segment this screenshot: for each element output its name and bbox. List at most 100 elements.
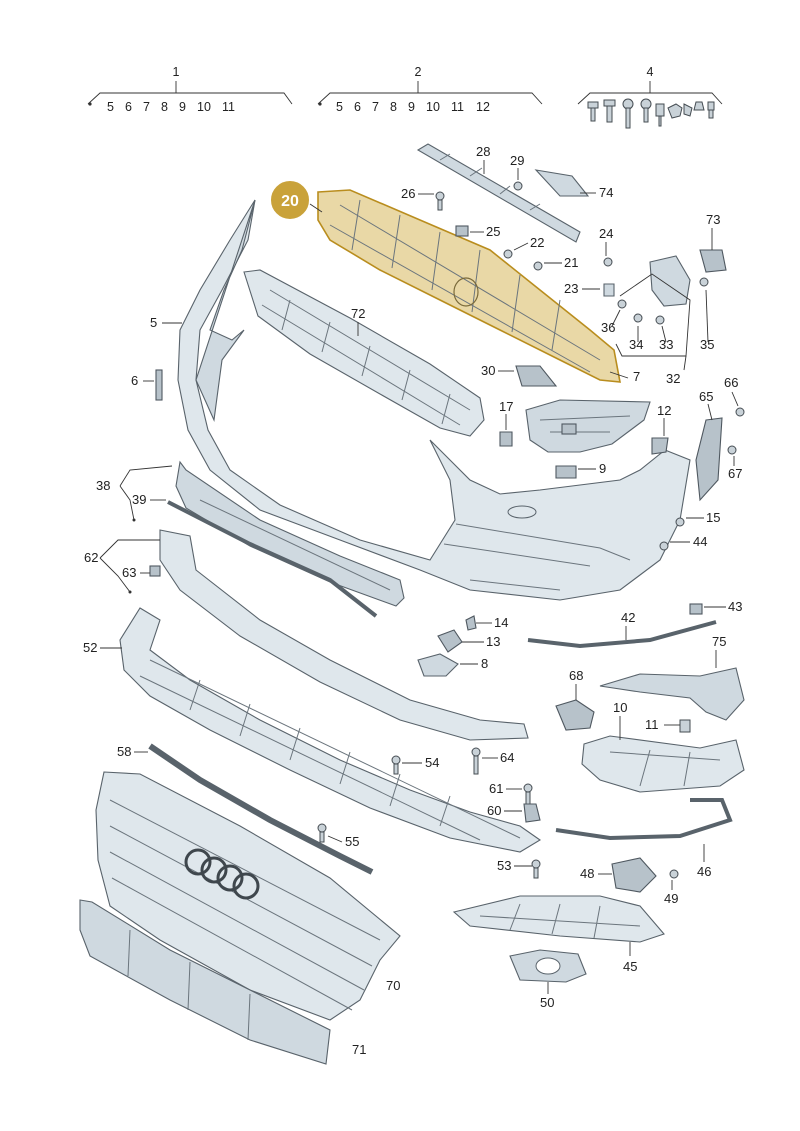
group-1-item: 5 <box>107 100 114 114</box>
callout-55: 55 <box>345 834 359 849</box>
group-1-item: 11 <box>222 100 235 114</box>
group-2-item: 6 <box>354 100 361 114</box>
callout-38: 38 <box>96 478 110 493</box>
callout-53: 53 <box>497 858 511 873</box>
group-2-item: 10 <box>426 100 440 114</box>
part-30 <box>515 365 558 387</box>
audi-rings-logo <box>184 848 260 900</box>
group-1-item: 6 <box>125 100 132 114</box>
callout-22: 22 <box>530 235 544 250</box>
part-70-main-grille <box>95 771 401 1021</box>
callout-28: 28 <box>476 144 490 159</box>
part-62-carrier <box>159 529 529 741</box>
callout-66: 66 <box>724 375 738 390</box>
callout-15: 15 <box>706 510 720 525</box>
group-1-item: 7 <box>143 100 150 114</box>
screws-icon <box>155 181 745 879</box>
callout-6: 6 <box>131 373 138 388</box>
part-12 <box>651 437 669 455</box>
callout-39: 39 <box>132 492 146 507</box>
group-2-item: 9 <box>408 100 415 114</box>
group-label-2: 2 <box>415 65 422 79</box>
part-73-bracket <box>699 249 727 273</box>
callout-30: 30 <box>481 363 495 378</box>
fasteners-icon <box>587 98 715 129</box>
callout-21: 21 <box>564 255 578 270</box>
callout-50: 50 <box>540 995 554 1010</box>
callout-61: 61 <box>489 781 503 796</box>
group-2-item: 5 <box>336 100 343 114</box>
part-8-cover <box>417 653 459 677</box>
group-label-4: 4 <box>647 65 654 79</box>
callout-75: 75 <box>712 634 726 649</box>
part-42-trim <box>527 620 717 649</box>
highlight-badge: 20 <box>269 179 323 221</box>
callout-45: 45 <box>623 959 637 974</box>
callout-63: 63 <box>122 565 136 580</box>
part-71-lower-strip <box>79 899 331 1065</box>
group-4-header: 4 <box>577 65 723 129</box>
callout-48: 48 <box>580 866 594 881</box>
callout-46: 46 <box>697 864 711 879</box>
callout-62: 62 <box>84 550 98 565</box>
callout-32: 32 <box>666 371 680 386</box>
callout-73: 73 <box>706 212 720 227</box>
callout-71: 71 <box>352 1042 366 1057</box>
part-17 <box>499 431 513 447</box>
callout-29: 29 <box>510 153 524 168</box>
callout-34: 34 <box>629 337 643 352</box>
part-9 <box>555 465 577 479</box>
callout-43: 43 <box>728 599 742 614</box>
group-1-item: 8 <box>161 100 168 114</box>
callout-52: 52 <box>83 640 97 655</box>
part-5-bumper-cover <box>177 199 691 601</box>
part-75-drl <box>599 667 745 721</box>
group-2-item: 11 <box>451 100 464 114</box>
group-2-item: 7 <box>372 100 379 114</box>
group-1-item: 10 <box>197 100 211 114</box>
callout-17: 17 <box>499 399 513 414</box>
callout-44: 44 <box>693 534 707 549</box>
highlight-label: 20 <box>281 193 299 210</box>
callout-58: 58 <box>117 744 131 759</box>
part-50-cover <box>509 949 587 983</box>
callout-74: 74 <box>599 185 613 200</box>
callout-33: 33 <box>659 337 673 352</box>
callout-5: 5 <box>150 315 157 330</box>
part-52-underbody <box>119 607 542 853</box>
callout-10: 10 <box>613 700 627 715</box>
part-32-mount <box>603 255 691 307</box>
callout-65: 65 <box>699 389 713 404</box>
part-58-strip <box>148 743 374 875</box>
callout-labels: 5 6 7 8 9 12 13 14 15 17 21 22 23 24 25 … <box>83 144 742 1057</box>
callout-25: 25 <box>486 224 500 239</box>
callout-12: 12 <box>657 403 671 418</box>
callout-7: 7 <box>633 369 640 384</box>
callout-68: 68 <box>569 668 583 683</box>
group-label-1: 1 <box>173 65 180 79</box>
leader-lines <box>99 160 739 994</box>
part-46-trim <box>555 798 733 841</box>
part-20-grille-carrier <box>317 189 621 383</box>
group-2-item: 12 <box>476 100 490 114</box>
part-68-sensor-bracket <box>555 699 595 731</box>
callout-14: 14 <box>494 615 508 630</box>
part-38-strip <box>175 460 405 607</box>
part-7-bracket <box>525 399 651 453</box>
callout-26: 26 <box>401 186 415 201</box>
callout-36: 36 <box>601 320 615 335</box>
part-72-lower-grille <box>243 269 485 437</box>
callout-35: 35 <box>700 337 714 352</box>
callout-54: 54 <box>425 755 439 770</box>
callout-23: 23 <box>564 281 578 296</box>
group-1-item: 9 <box>179 100 186 114</box>
part-13-14-clip <box>437 615 477 653</box>
callout-11: 11 <box>645 717 659 732</box>
callout-9: 9 <box>599 461 606 476</box>
part-10-fog-frame <box>581 735 745 793</box>
